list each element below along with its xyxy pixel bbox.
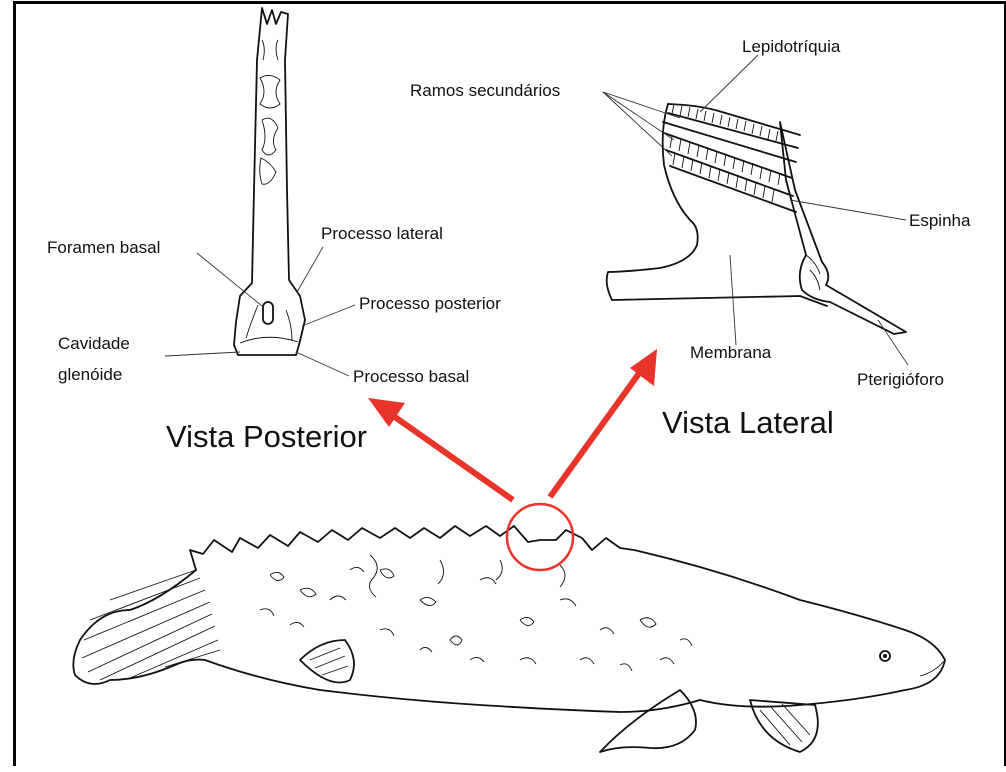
highlight-circle	[507, 504, 573, 570]
posterior-view-drawing	[234, 8, 305, 355]
label-pterigioforo: Pterigióforo	[857, 370, 944, 389]
label-espinha: Espinha	[909, 211, 971, 230]
label-lepidotriquia: Lepidotríquia	[742, 37, 841, 56]
bichir-fish-drawing	[73, 526, 945, 752]
posterior-leader-lines	[165, 247, 355, 376]
label-processo-basal: Processo basal	[353, 367, 469, 386]
label-membrana: Membrana	[690, 343, 772, 362]
label-ramos-secundarios: Ramos secundários	[410, 81, 560, 100]
label-processo-posterior: Processo posterior	[359, 294, 501, 313]
label-cavidade: Cavidade	[58, 334, 130, 353]
lateral-view-drawing	[607, 104, 906, 334]
label-glenoide: glenóide	[58, 365, 122, 384]
title-vista-posterior: Vista Posterior	[166, 419, 367, 454]
label-foramen-basal: Foramen basal	[47, 238, 160, 257]
title-vista-lateral: Vista Lateral	[662, 405, 834, 440]
label-processo-lateral: Processo lateral	[321, 224, 443, 243]
